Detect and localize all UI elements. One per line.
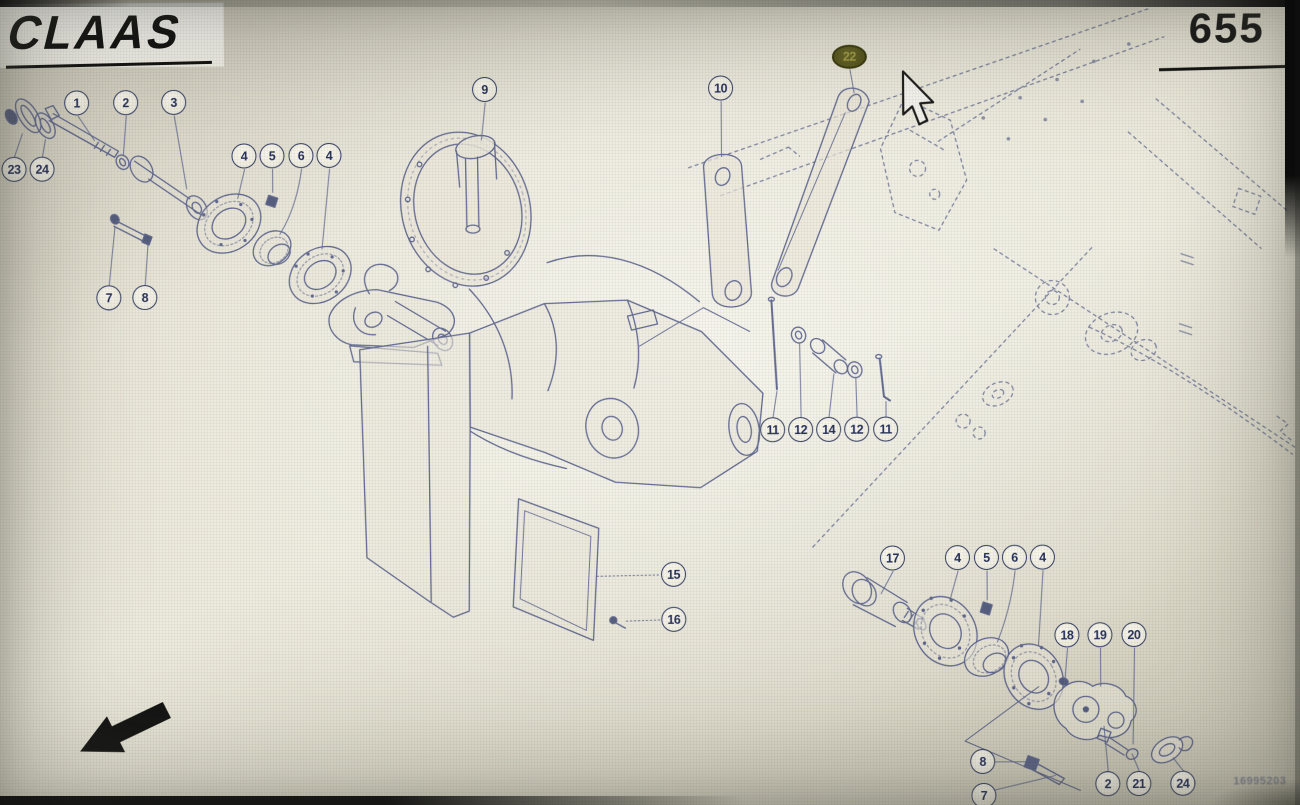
callout-23[interactable]: 23 xyxy=(1,156,27,182)
drawing-number: 16995203 xyxy=(1233,775,1287,788)
callout-19[interactable]: 19 xyxy=(1087,622,1113,648)
frame-direction-marks xyxy=(1178,253,1194,336)
callout-9[interactable]: 9 xyxy=(472,76,498,103)
callout-7b[interactable]: 7 xyxy=(971,782,997,805)
part-flange-4b xyxy=(288,245,352,305)
callout-5b[interactable]: 5 xyxy=(973,544,1000,571)
callout-22-highlighted[interactable]: 22 xyxy=(831,44,867,69)
callout-3[interactable]: 3 xyxy=(161,89,187,115)
callout-16[interactable]: 16 xyxy=(661,606,687,632)
mouse-cursor-icon xyxy=(901,70,935,126)
part-bolt-7-nut-8 xyxy=(109,213,153,246)
part-link-arm-10 xyxy=(702,153,752,308)
callout-14[interactable]: 14 xyxy=(816,416,842,442)
callout-20[interactable]: 20 xyxy=(1121,621,1147,648)
part-washer-2 xyxy=(115,154,130,171)
part-shackle-links xyxy=(4,98,56,140)
callout-24b[interactable]: 24 xyxy=(1170,770,1196,796)
callout-4a[interactable]: 4 xyxy=(231,143,257,169)
callout-4c[interactable]: 4 xyxy=(944,545,971,571)
callout-6[interactable]: 6 xyxy=(288,143,314,169)
callout-17[interactable]: 17 xyxy=(879,545,906,571)
part-bearing-6b xyxy=(963,637,1010,677)
callout-4b[interactable]: 4 xyxy=(316,142,342,169)
callout-12a[interactable]: 12 xyxy=(788,417,814,443)
part-cover-plate-15 xyxy=(512,498,600,641)
part-bolt-16 xyxy=(609,616,627,629)
part-bearing-6 xyxy=(252,230,292,267)
part-bolt-8b xyxy=(964,686,1081,791)
callout-11a[interactable]: 11 xyxy=(760,417,786,443)
callout-10[interactable]: 10 xyxy=(708,75,734,101)
part-flange-4d xyxy=(1003,643,1064,710)
part-nut-5b xyxy=(979,601,993,616)
part-eye-24b xyxy=(1150,736,1194,764)
previous-page-arrow-icon[interactable] xyxy=(80,701,171,753)
callout-21[interactable]: 21 xyxy=(1126,770,1152,797)
callout-12b[interactable]: 12 xyxy=(844,416,870,442)
callout-8b[interactable]: 8 xyxy=(970,748,996,775)
callout-leader-lines xyxy=(13,69,1184,791)
brand-logo: CLAAS xyxy=(2,5,189,60)
part-flange-4a xyxy=(196,193,262,254)
callout-1[interactable]: 1 xyxy=(64,90,90,116)
callout-7[interactable]: 7 xyxy=(96,285,122,311)
callout-2[interactable]: 2 xyxy=(113,90,139,116)
callout-18[interactable]: 18 xyxy=(1054,622,1080,648)
part-nut-5 xyxy=(265,194,279,208)
callout-11b[interactable]: 11 xyxy=(873,416,899,442)
callout-24[interactable]: 24 xyxy=(29,156,55,182)
callout-15[interactable]: 15 xyxy=(660,561,687,587)
part-link-arm-22 xyxy=(771,87,870,297)
part-pin-row xyxy=(767,296,891,402)
part-bracket-18-19-20 xyxy=(1053,677,1139,760)
part-bushing-3 xyxy=(129,155,208,221)
part-bolt-1 xyxy=(44,104,120,158)
callout-4d[interactable]: 4 xyxy=(1029,544,1056,570)
callout-6b[interactable]: 6 xyxy=(1001,544,1028,570)
frame-rivet-dots xyxy=(981,42,1131,141)
page-number: 655 xyxy=(1188,4,1266,52)
callout-8[interactable]: 8 xyxy=(132,285,158,311)
part-housing-9 xyxy=(328,131,764,618)
machine-frame-phantom xyxy=(687,8,1297,548)
callout-2b[interactable]: 2 xyxy=(1095,771,1121,797)
callout-5[interactable]: 5 xyxy=(259,143,285,169)
